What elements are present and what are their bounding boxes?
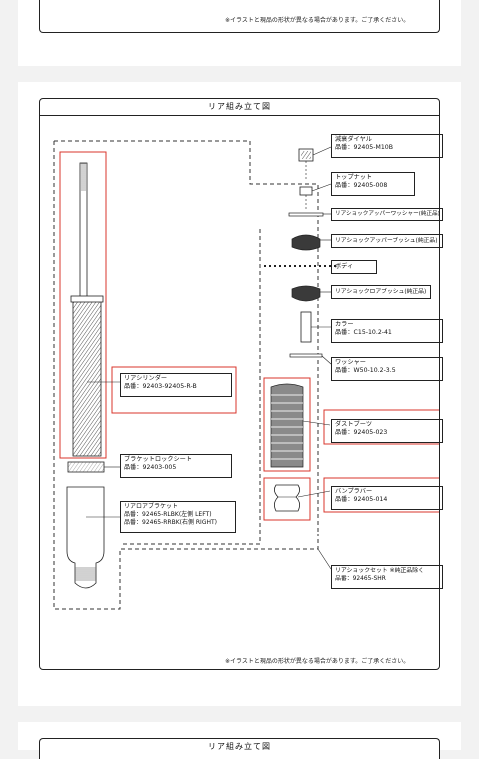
cylinder-label-highlight	[111, 366, 237, 414]
top-nut-label: トップナット 品番：92405-008	[331, 172, 415, 196]
shock-set-outline	[120, 229, 261, 545]
lower-bush-label: リアショックロアブッシュ(純正品)	[331, 285, 431, 299]
bump-highlight	[263, 477, 311, 521]
cylinder-highlight	[59, 151, 107, 459]
washer	[289, 353, 323, 358]
lower-bracket	[66, 486, 105, 589]
diagram-frame: リア組み立て図	[39, 98, 443, 670]
dust-boots-label: ダストブーツ 品番：92405-023	[331, 419, 443, 443]
top-frame: ※イラストと現品の形状が異なる場合があります。ご了承ください。	[39, 0, 440, 33]
lower-bracket-label: リアロアブラケット 品番：92465-RLBK(左側 LEFT) 品番：9246…	[120, 501, 236, 533]
rear-shock-set-label: リアショックセット ※純正品除く 品番：92465-SHR	[331, 565, 443, 589]
bump-rubber	[274, 484, 300, 512]
top-disclaimer: ※イラストと現品の形状が異なる場合があります。ご了承ください。	[225, 17, 410, 24]
main-card: リア組み立て図	[18, 82, 461, 706]
body-label: ボディ	[331, 260, 377, 274]
bottom-card: リア組み立て図	[18, 722, 461, 759]
boots-label-highlight	[323, 409, 439, 445]
lower-bush	[291, 285, 321, 302]
dust-boots	[270, 383, 304, 468]
damping-dial-label: 減衰ダイヤル 品番：92405-M10B	[331, 134, 443, 158]
upper-washer	[288, 212, 324, 217]
bump-label-highlight	[323, 477, 439, 513]
bump-rubber-label: バンプラバー 品番：92405-014	[331, 486, 443, 510]
rear-cylinder-label: リアシリンダー 品番：92403-92405-R-B	[120, 373, 232, 397]
upper-bush-label: リアショックアッパーブッシュ(純正品)	[331, 234, 443, 248]
bottom-diagram-title: リア組み立て図	[208, 742, 271, 751]
top-nut	[299, 186, 313, 196]
main-disclaimer: ※イラストと現品の形状が異なる場合があります。ご了承ください。	[225, 658, 410, 665]
collar	[300, 311, 312, 343]
bracket-lock-label: ブラケットロックシート 品番：92403-005	[120, 454, 232, 478]
top-card: ※イラストと現品の形状が異なる場合があります。ご了承ください。	[18, 0, 461, 66]
diagram-title: リア組み立て図	[40, 99, 439, 116]
bottom-frame: リア組み立て図	[39, 738, 440, 759]
assembly-diagram	[53, 140, 439, 610]
left-group-outline	[53, 140, 319, 610]
upper-washer-label: リアショックアッパーワッシャー(純正品)	[331, 208, 443, 221]
collar-label: カラー 品番：C15-10.2-41	[331, 319, 443, 343]
washer-label: ワッシャー 品番：W50-10.2-3.5	[331, 357, 443, 381]
boots-highlight	[263, 377, 311, 472]
cylinder-body	[72, 297, 102, 457]
upper-bush	[291, 234, 321, 251]
